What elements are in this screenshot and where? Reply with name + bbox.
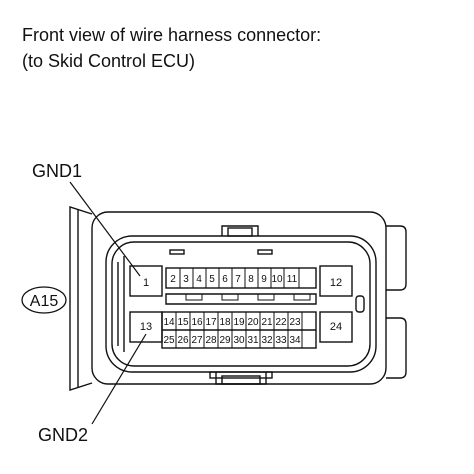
- pin-24-label: 24: [330, 321, 342, 333]
- pin-1-cell: [129, 265, 163, 297]
- pin-27-label: 27: [191, 335, 203, 346]
- lock-tab-lower: [386, 317, 407, 379]
- pin-26-label: 26: [177, 335, 189, 346]
- gnd1-leader-line: [69, 181, 141, 277]
- pin-25-label: 25: [163, 335, 175, 346]
- gnd2-leader-line: [91, 333, 147, 425]
- pin-32-label: 32: [261, 335, 273, 346]
- pin-33-label: 33: [275, 335, 287, 346]
- pin-19-label: 19: [233, 317, 245, 328]
- pin-10-label: 10: [271, 274, 283, 285]
- pin-6-label: 6: [222, 274, 228, 285]
- pin-20-label: 20: [247, 317, 259, 328]
- pin-31-label: 31: [247, 335, 259, 346]
- pin-28-label: 28: [205, 335, 217, 346]
- pin-2-label: 2: [170, 274, 176, 285]
- pin-3-label: 3: [183, 274, 189, 285]
- gnd1-label: GND1: [32, 161, 83, 181]
- pin-22-label: 22: [275, 317, 287, 328]
- lock-tab-upper: [386, 225, 407, 291]
- pin-15-label: 15: [177, 317, 189, 328]
- pin-23-label: 23: [289, 317, 301, 328]
- pin-24-cell: [319, 311, 353, 343]
- top-key: [221, 225, 259, 236]
- gnd2-label: GND2: [38, 425, 89, 445]
- pin-5-label: 5: [209, 274, 215, 285]
- pin-21-label: 21: [261, 317, 273, 328]
- diagram-title-line1: Front view of wire harness connector:: [22, 25, 322, 45]
- pin-34-label: 34: [289, 335, 301, 346]
- pin-14-label: 14: [163, 317, 175, 328]
- pin-separator: [165, 293, 317, 305]
- pin-17-label: 17: [205, 317, 217, 328]
- pin-18-label: 18: [219, 317, 231, 328]
- pin-9-label: 9: [261, 274, 267, 285]
- pin-13-label: 13: [140, 321, 152, 333]
- pin-7-label: 7: [235, 274, 241, 285]
- side-latch: [355, 295, 365, 313]
- pin-30-label: 30: [233, 335, 245, 346]
- pin-4-label: 4: [196, 274, 202, 285]
- pin-1-label: 1: [143, 277, 149, 289]
- pin-11-label: 11: [287, 274, 298, 285]
- pin-12-cell: [319, 265, 353, 297]
- connector-housing: [91, 211, 387, 385]
- connector-inner-shell-inner: [111, 241, 371, 367]
- diagram-title-line2: (to Skid Control ECU): [22, 51, 196, 71]
- housing-left-flange: [69, 206, 93, 391]
- connector-id-badge: [21, 286, 67, 314]
- pin-8-label: 8: [248, 274, 254, 285]
- pin-12-label: 12: [330, 277, 342, 289]
- pin-16-label: 16: [191, 317, 203, 328]
- connector-id-label: A15: [30, 293, 59, 310]
- pin-row-top: [165, 267, 317, 289]
- pin-29-label: 29: [219, 335, 231, 346]
